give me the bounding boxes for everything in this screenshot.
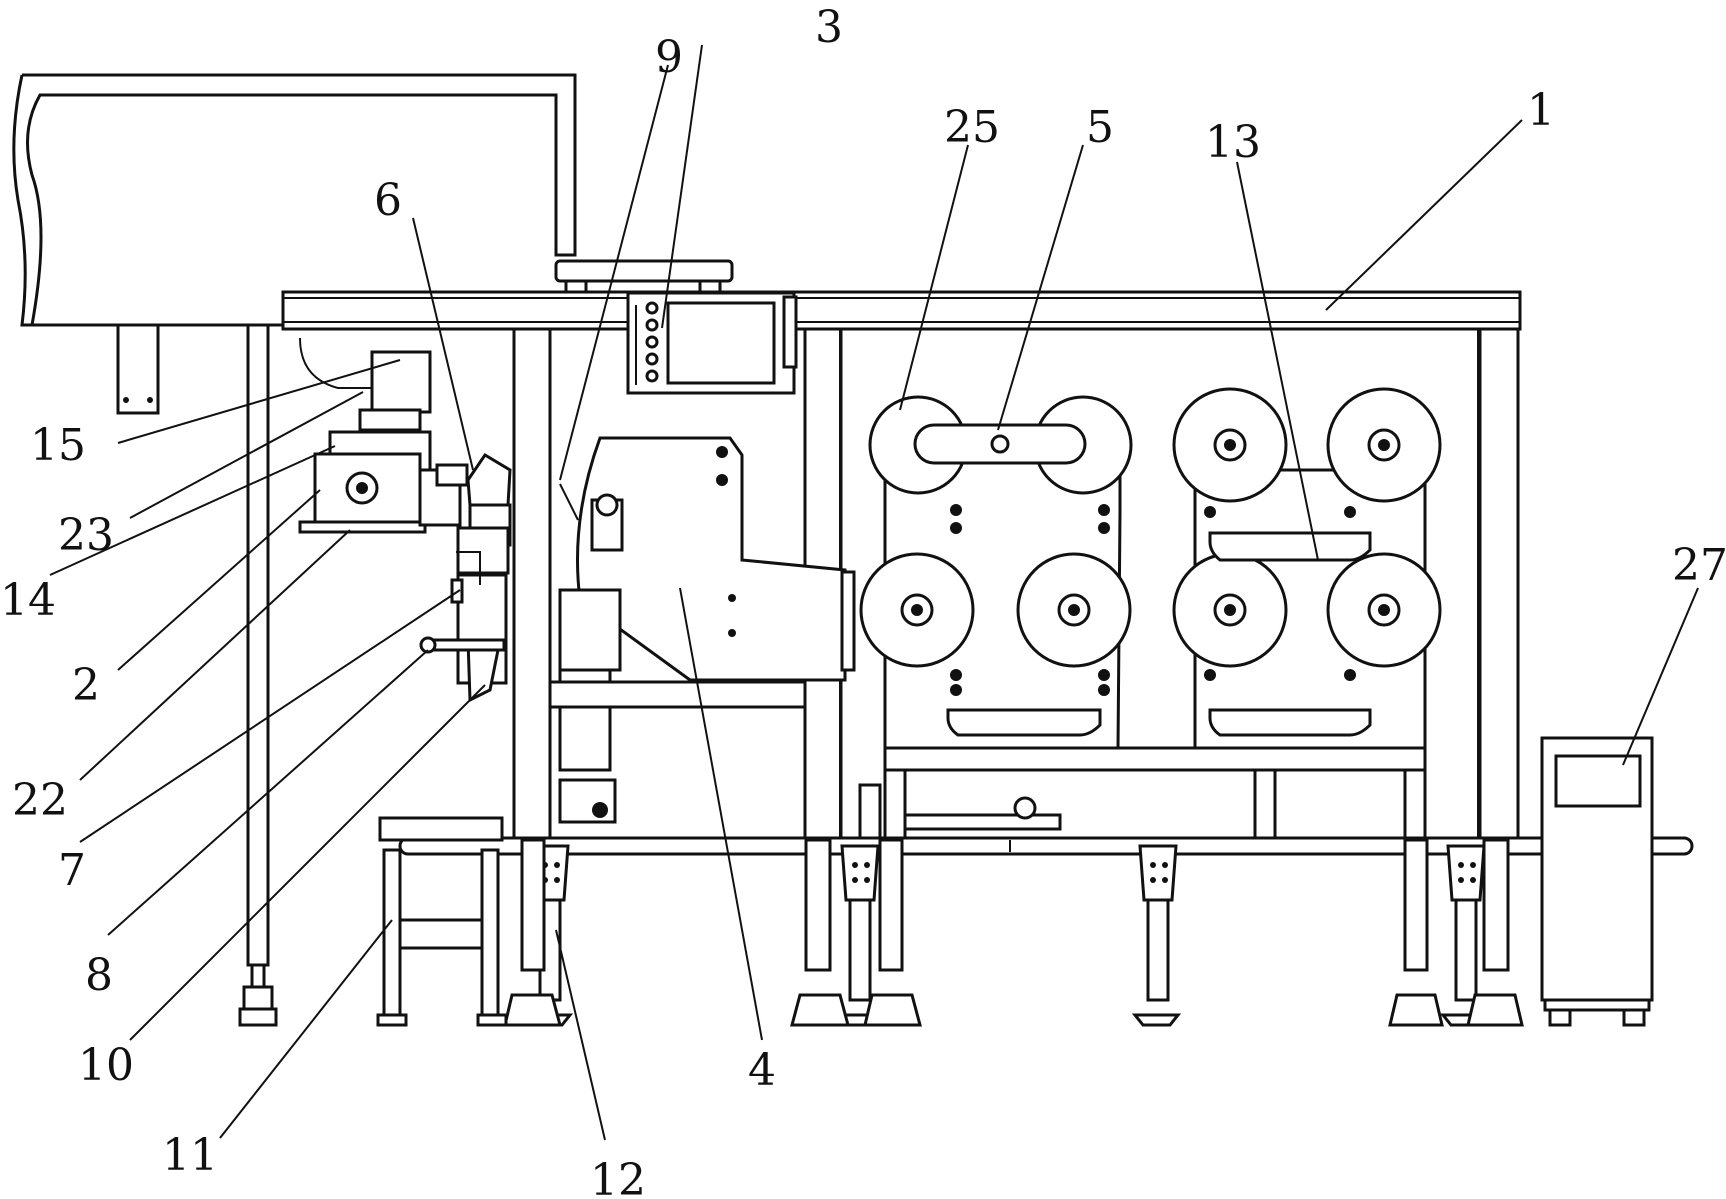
label-6: 6 <box>374 175 402 226</box>
checkweigher-cabinet <box>1542 738 1652 1025</box>
roll-frame-base <box>860 748 1425 840</box>
label-1: 1 <box>1527 85 1555 136</box>
label-12: 12 <box>590 1155 646 1199</box>
label-14: 14 <box>0 575 56 626</box>
frame-feet <box>505 840 1522 1025</box>
roll-frame-right <box>1174 389 1440 748</box>
label-25: 25 <box>944 102 1000 153</box>
label-10: 10 <box>78 1040 134 1091</box>
control-panel <box>628 293 796 393</box>
label-4: 4 <box>748 1045 776 1096</box>
label-11: 11 <box>162 1130 218 1181</box>
label-2: 2 <box>72 660 100 711</box>
conveyor-legs <box>527 846 1486 1025</box>
label-22: 22 <box>12 775 68 826</box>
label-23: 23 <box>58 510 114 561</box>
label-15: 15 <box>30 420 86 471</box>
label-7: 7 <box>58 845 86 896</box>
left-tall-leg <box>240 325 276 1025</box>
upper-hood <box>14 75 575 413</box>
label-5: 5 <box>1086 102 1114 153</box>
label-8: 8 <box>85 950 113 1001</box>
label-3: 3 <box>815 2 843 53</box>
label-27: 27 <box>1672 540 1726 591</box>
label-13: 13 <box>1205 117 1261 168</box>
forming-head <box>300 338 510 700</box>
top-scale <box>556 261 732 292</box>
label-9: 9 <box>655 32 683 83</box>
roll-frame-left <box>861 397 1131 748</box>
